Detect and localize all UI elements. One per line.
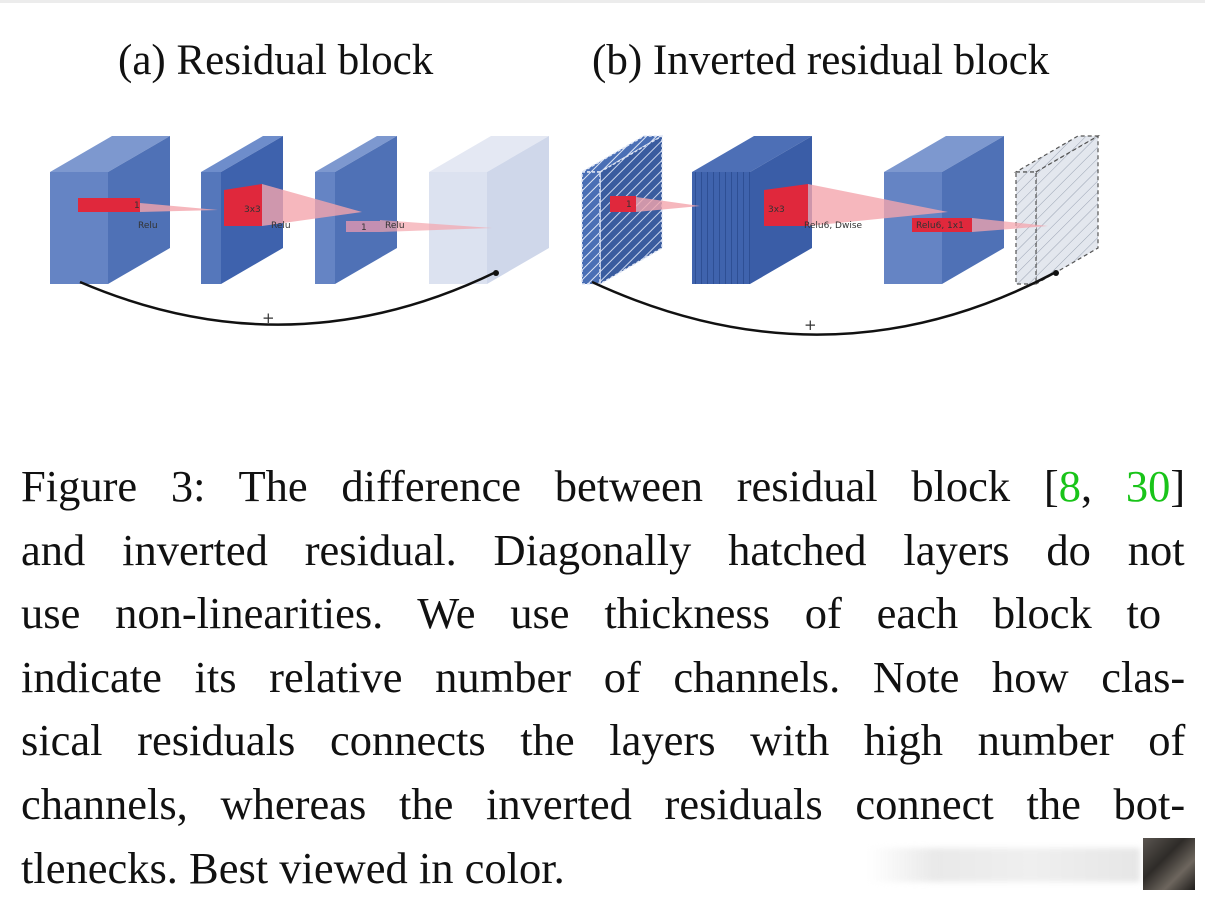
kernel-a3-label: 1	[361, 223, 367, 233]
add-symbol-a: +	[262, 309, 275, 327]
caption-citation-separator: ,	[1081, 461, 1126, 511]
caption-line-1: Figure 3: The difference between residua…	[21, 455, 1185, 519]
kernel-a1: 1	[78, 198, 218, 212]
subfigure-title-b: (b) Inverted residual block	[592, 37, 1050, 84]
thumbnail-image	[1143, 838, 1195, 890]
kernel-a3: 1	[346, 220, 492, 233]
blurred-watermark	[868, 848, 1140, 882]
caption-line-5: sical residuals connects the layers with…	[21, 715, 1186, 766]
kernel-b3	[912, 218, 1048, 232]
inverted-residual-block-diagram: 1 3x3 Relu6, Dwise Relu6, 1x1 +	[579, 134, 1101, 336]
figure-caption: Figure 3: The difference between residua…	[21, 455, 1185, 900]
block-a4	[429, 136, 549, 284]
block-b4	[1013, 134, 1101, 286]
caption-line-7: tlenecks. Best viewed in color.	[21, 842, 565, 893]
add-symbol-b: +	[804, 316, 817, 334]
kernel-a1-label: 1	[134, 201, 140, 211]
kernel-b2-label: 3x3	[768, 205, 785, 215]
caption-line-6: channels, whereas the inverted residuals…	[21, 778, 1186, 829]
caption-line-1-end: ]	[1170, 461, 1186, 511]
subfigure-title-a: (a) Residual block	[118, 37, 434, 84]
activation-a1-label: Relu	[138, 221, 158, 231]
activation-b1-label: Relu6, Dwise	[804, 221, 863, 231]
skip-connection-a	[79, 270, 497, 326]
skip-connection-b	[591, 270, 1057, 336]
citation-link-30[interactable]: 30	[1125, 461, 1171, 511]
kernel-b1: 1	[610, 196, 700, 212]
kernel-a2: 3x3	[224, 184, 362, 226]
kernel-b1-label: 1	[626, 200, 632, 210]
top-border	[0, 0, 1205, 3]
activation-a3-label: Relu	[385, 221, 405, 231]
activation-b2-label: Relu6, 1x1	[916, 221, 964, 231]
kernel-a2-label: 3x3	[244, 205, 261, 215]
caption-line-4: indicate its relative number of channels…	[21, 651, 1186, 702]
caption-line-3: use non-linearities. We use thickness of…	[21, 588, 1162, 639]
block-diagram: 1 3x3 1 Relu Relu Relu +	[50, 134, 1101, 336]
caption-line-1-text: Figure 3: The difference between residua…	[21, 461, 1059, 511]
activation-a2-label: Relu	[271, 221, 291, 231]
block-a3	[315, 136, 397, 284]
citation-link-8[interactable]: 8	[1058, 461, 1081, 511]
caption-line-2: and inverted residual. Diagonally hatche…	[21, 524, 1185, 575]
residual-block-diagram: 1 3x3 1 Relu Relu Relu +	[50, 136, 549, 327]
kernel-b2: 3x3	[764, 184, 948, 226]
